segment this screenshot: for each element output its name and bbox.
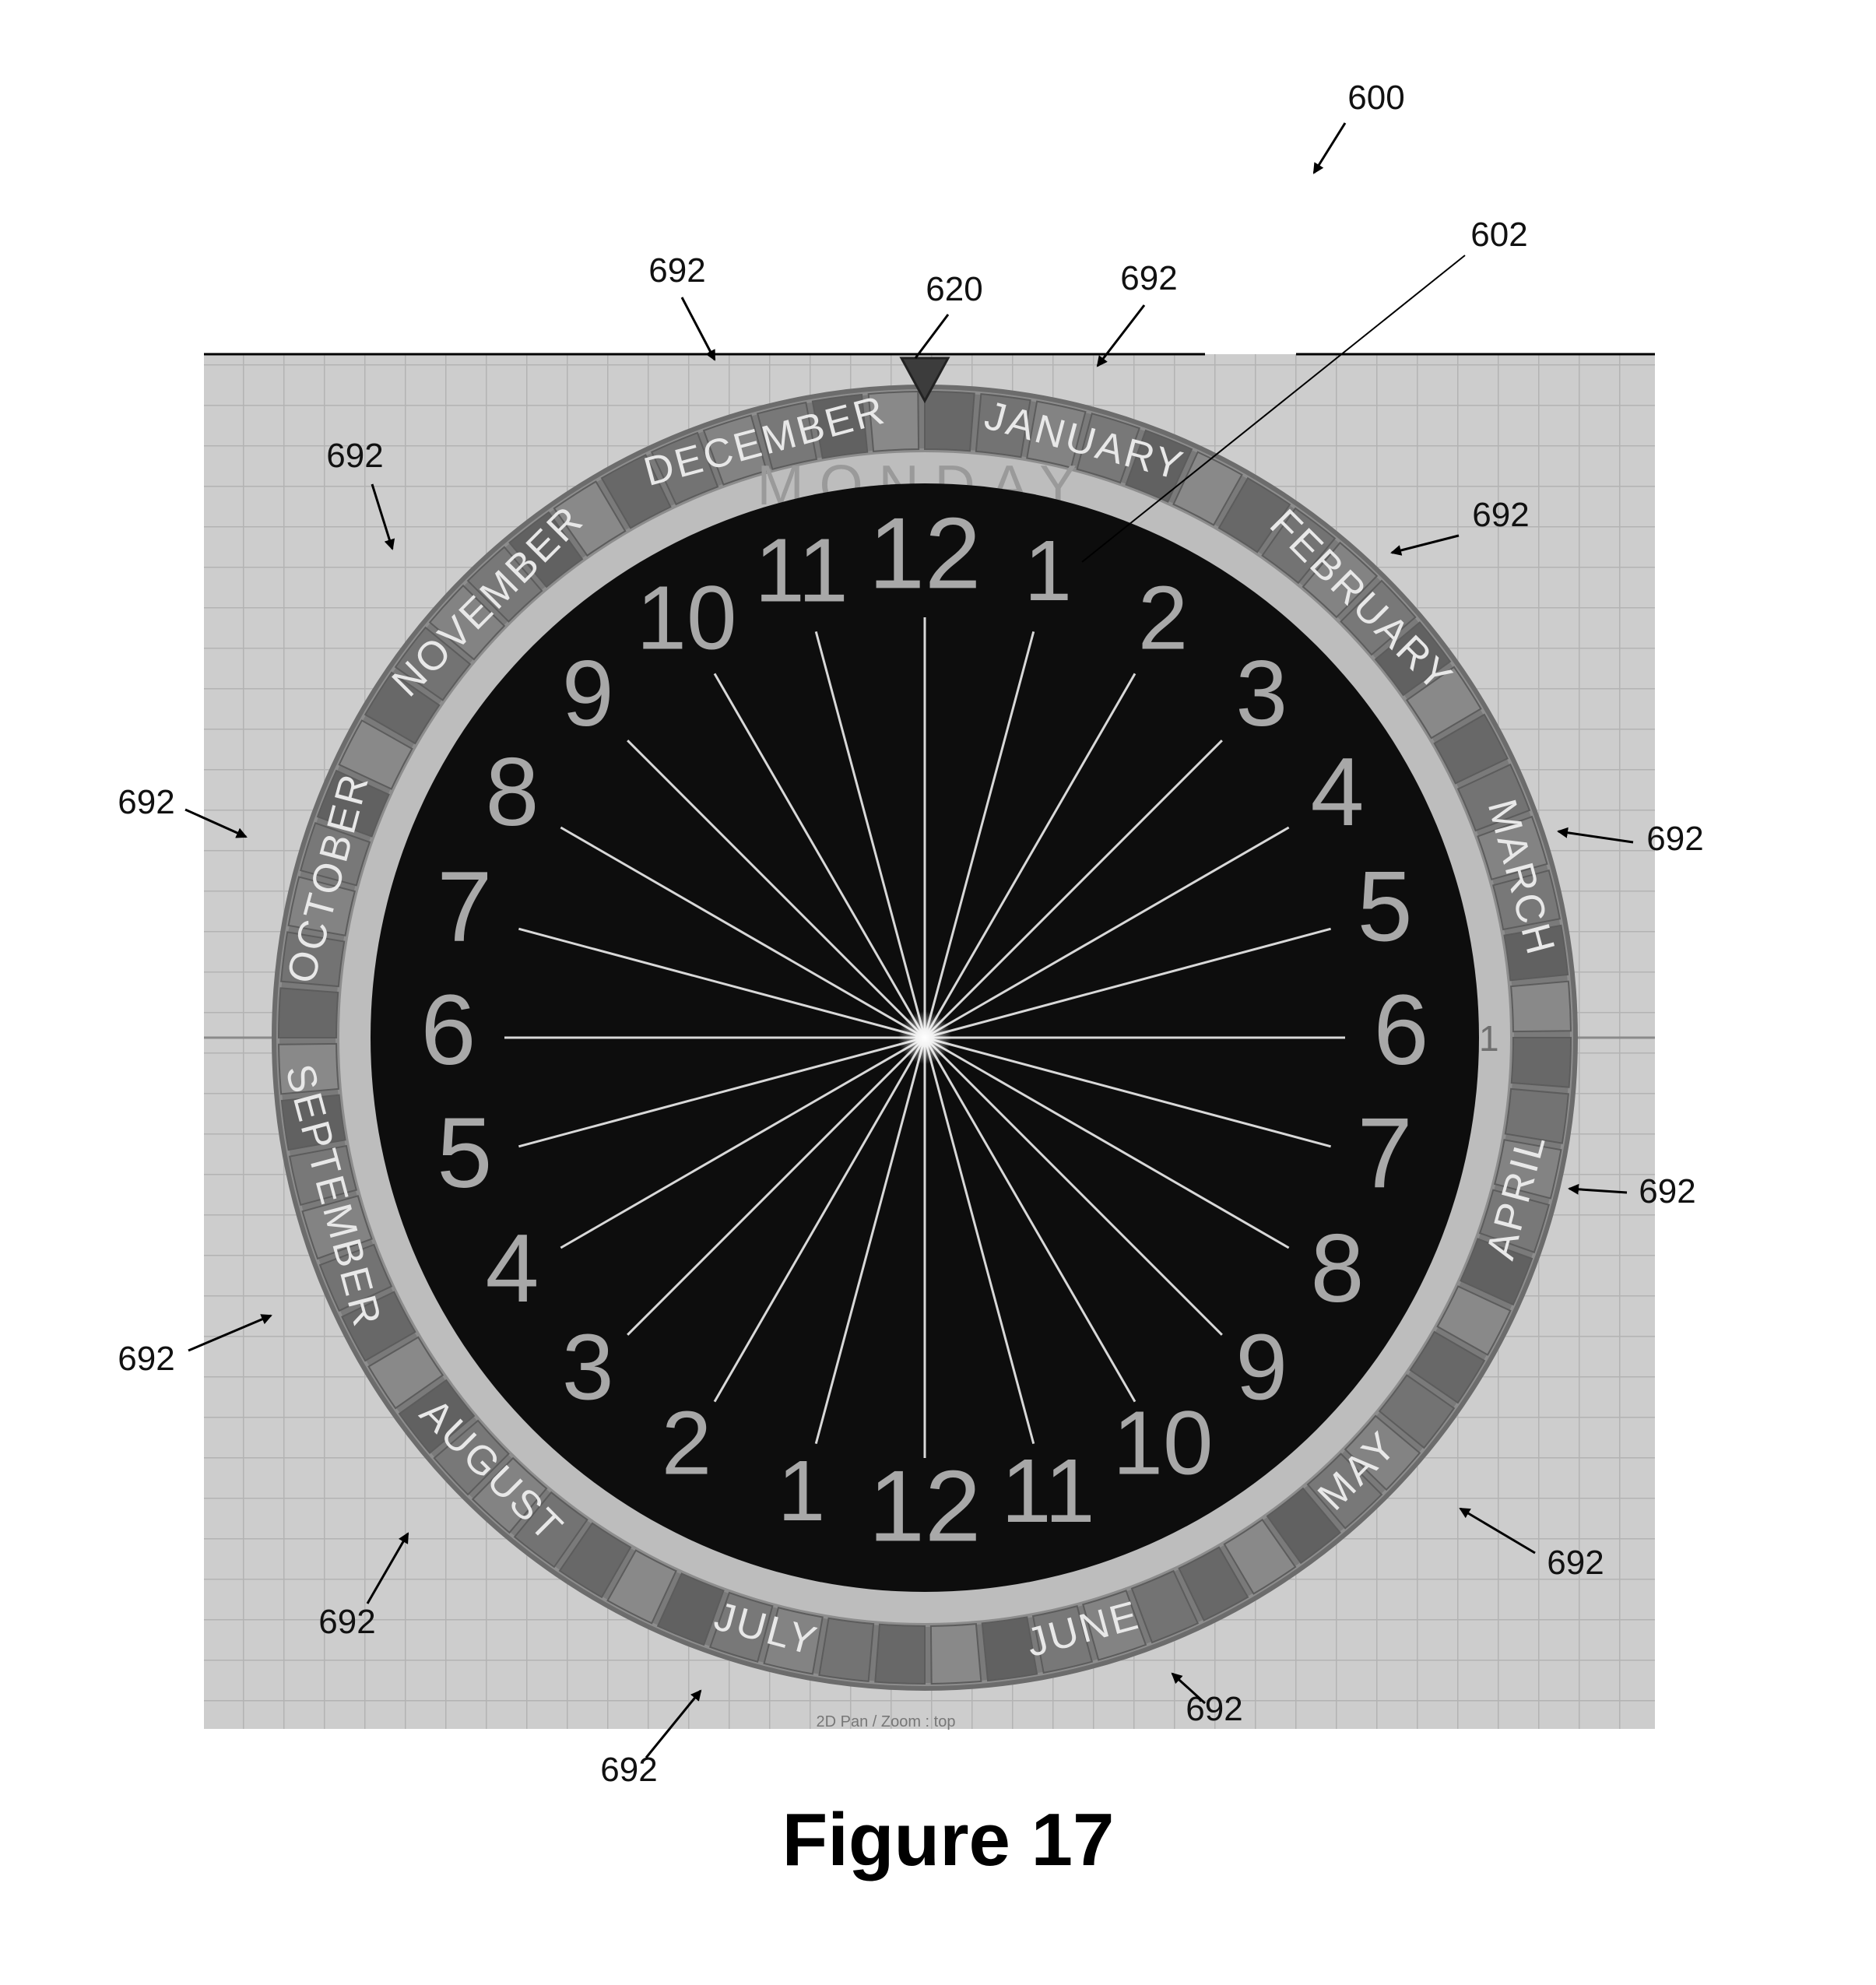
- ring-marker: 1: [1479, 1018, 1499, 1059]
- month-tile: [1512, 1038, 1571, 1087]
- hour-numeral-right: 7: [1358, 1098, 1413, 1209]
- viewport-caption: 2D Pan / Zoom : top: [817, 1713, 956, 1730]
- hour-numeral-right: 4: [1311, 739, 1365, 846]
- ref-692: 692: [1186, 1690, 1242, 1728]
- ref-692: 692: [1646, 820, 1703, 858]
- ref-692: 692: [1472, 496, 1529, 534]
- leader-arrow: [682, 297, 715, 360]
- hour-numeral-top: 12: [869, 496, 982, 610]
- ref-600: 600: [1347, 79, 1404, 117]
- hour-numeral-right: 10: [1112, 1393, 1213, 1494]
- hour-numeral-left: 1: [778, 1443, 825, 1539]
- hour-numeral-right: 2: [1138, 567, 1189, 669]
- month-tile: [1511, 982, 1571, 1031]
- month-tile: [875, 1625, 925, 1684]
- ref-620: 620: [926, 270, 982, 308]
- center-hub: [898, 1011, 951, 1064]
- hour-numeral-right: 3: [1235, 641, 1288, 746]
- ref-692: 692: [1120, 259, 1177, 297]
- hour-numeral-left: 9: [562, 641, 614, 746]
- ref-692: 692: [600, 1751, 657, 1789]
- hour-numeral-right: 6: [1373, 975, 1428, 1086]
- month-tile: [925, 392, 975, 451]
- month-tile: [279, 988, 338, 1038]
- ref-602: 602: [1470, 216, 1527, 254]
- ref-692: 692: [326, 437, 383, 475]
- ref-692: 692: [318, 1603, 375, 1641]
- ref-692: 692: [1547, 1544, 1604, 1582]
- ref-692: 692: [648, 251, 705, 290]
- clock-face: 112233445566778899101011111212: [371, 483, 1479, 1592]
- hour-numeral-left: 8: [486, 739, 539, 846]
- hour-numeral-left: 5: [437, 1098, 492, 1209]
- hour-numeral-left: 6: [420, 975, 476, 1086]
- hour-numeral-left: 3: [562, 1315, 614, 1419]
- hour-numeral-left: 4: [486, 1215, 539, 1323]
- hour-numeral-right: 8: [1311, 1215, 1365, 1323]
- ref-692: 692: [118, 783, 174, 821]
- hour-numeral-right: 11: [1001, 1440, 1094, 1541]
- month-tile: [819, 1618, 873, 1681]
- ref-692: 692: [1639, 1172, 1695, 1210]
- figure-label: Figure 17: [782, 1798, 1115, 1881]
- hour-numeral-left: 7: [437, 851, 492, 962]
- hour-numeral-right: 12: [869, 1449, 982, 1562]
- hour-numeral-left: 10: [636, 567, 736, 669]
- hour-numeral-left: 11: [754, 519, 848, 620]
- hour-numeral-left: 2: [662, 1393, 712, 1494]
- ref-692: 692: [118, 1340, 174, 1378]
- hour-numeral-right: 5: [1358, 851, 1413, 962]
- hour-numeral-right: 9: [1235, 1315, 1288, 1419]
- hour-numeral-right: 1: [1024, 523, 1072, 619]
- month-tile: [931, 1624, 981, 1684]
